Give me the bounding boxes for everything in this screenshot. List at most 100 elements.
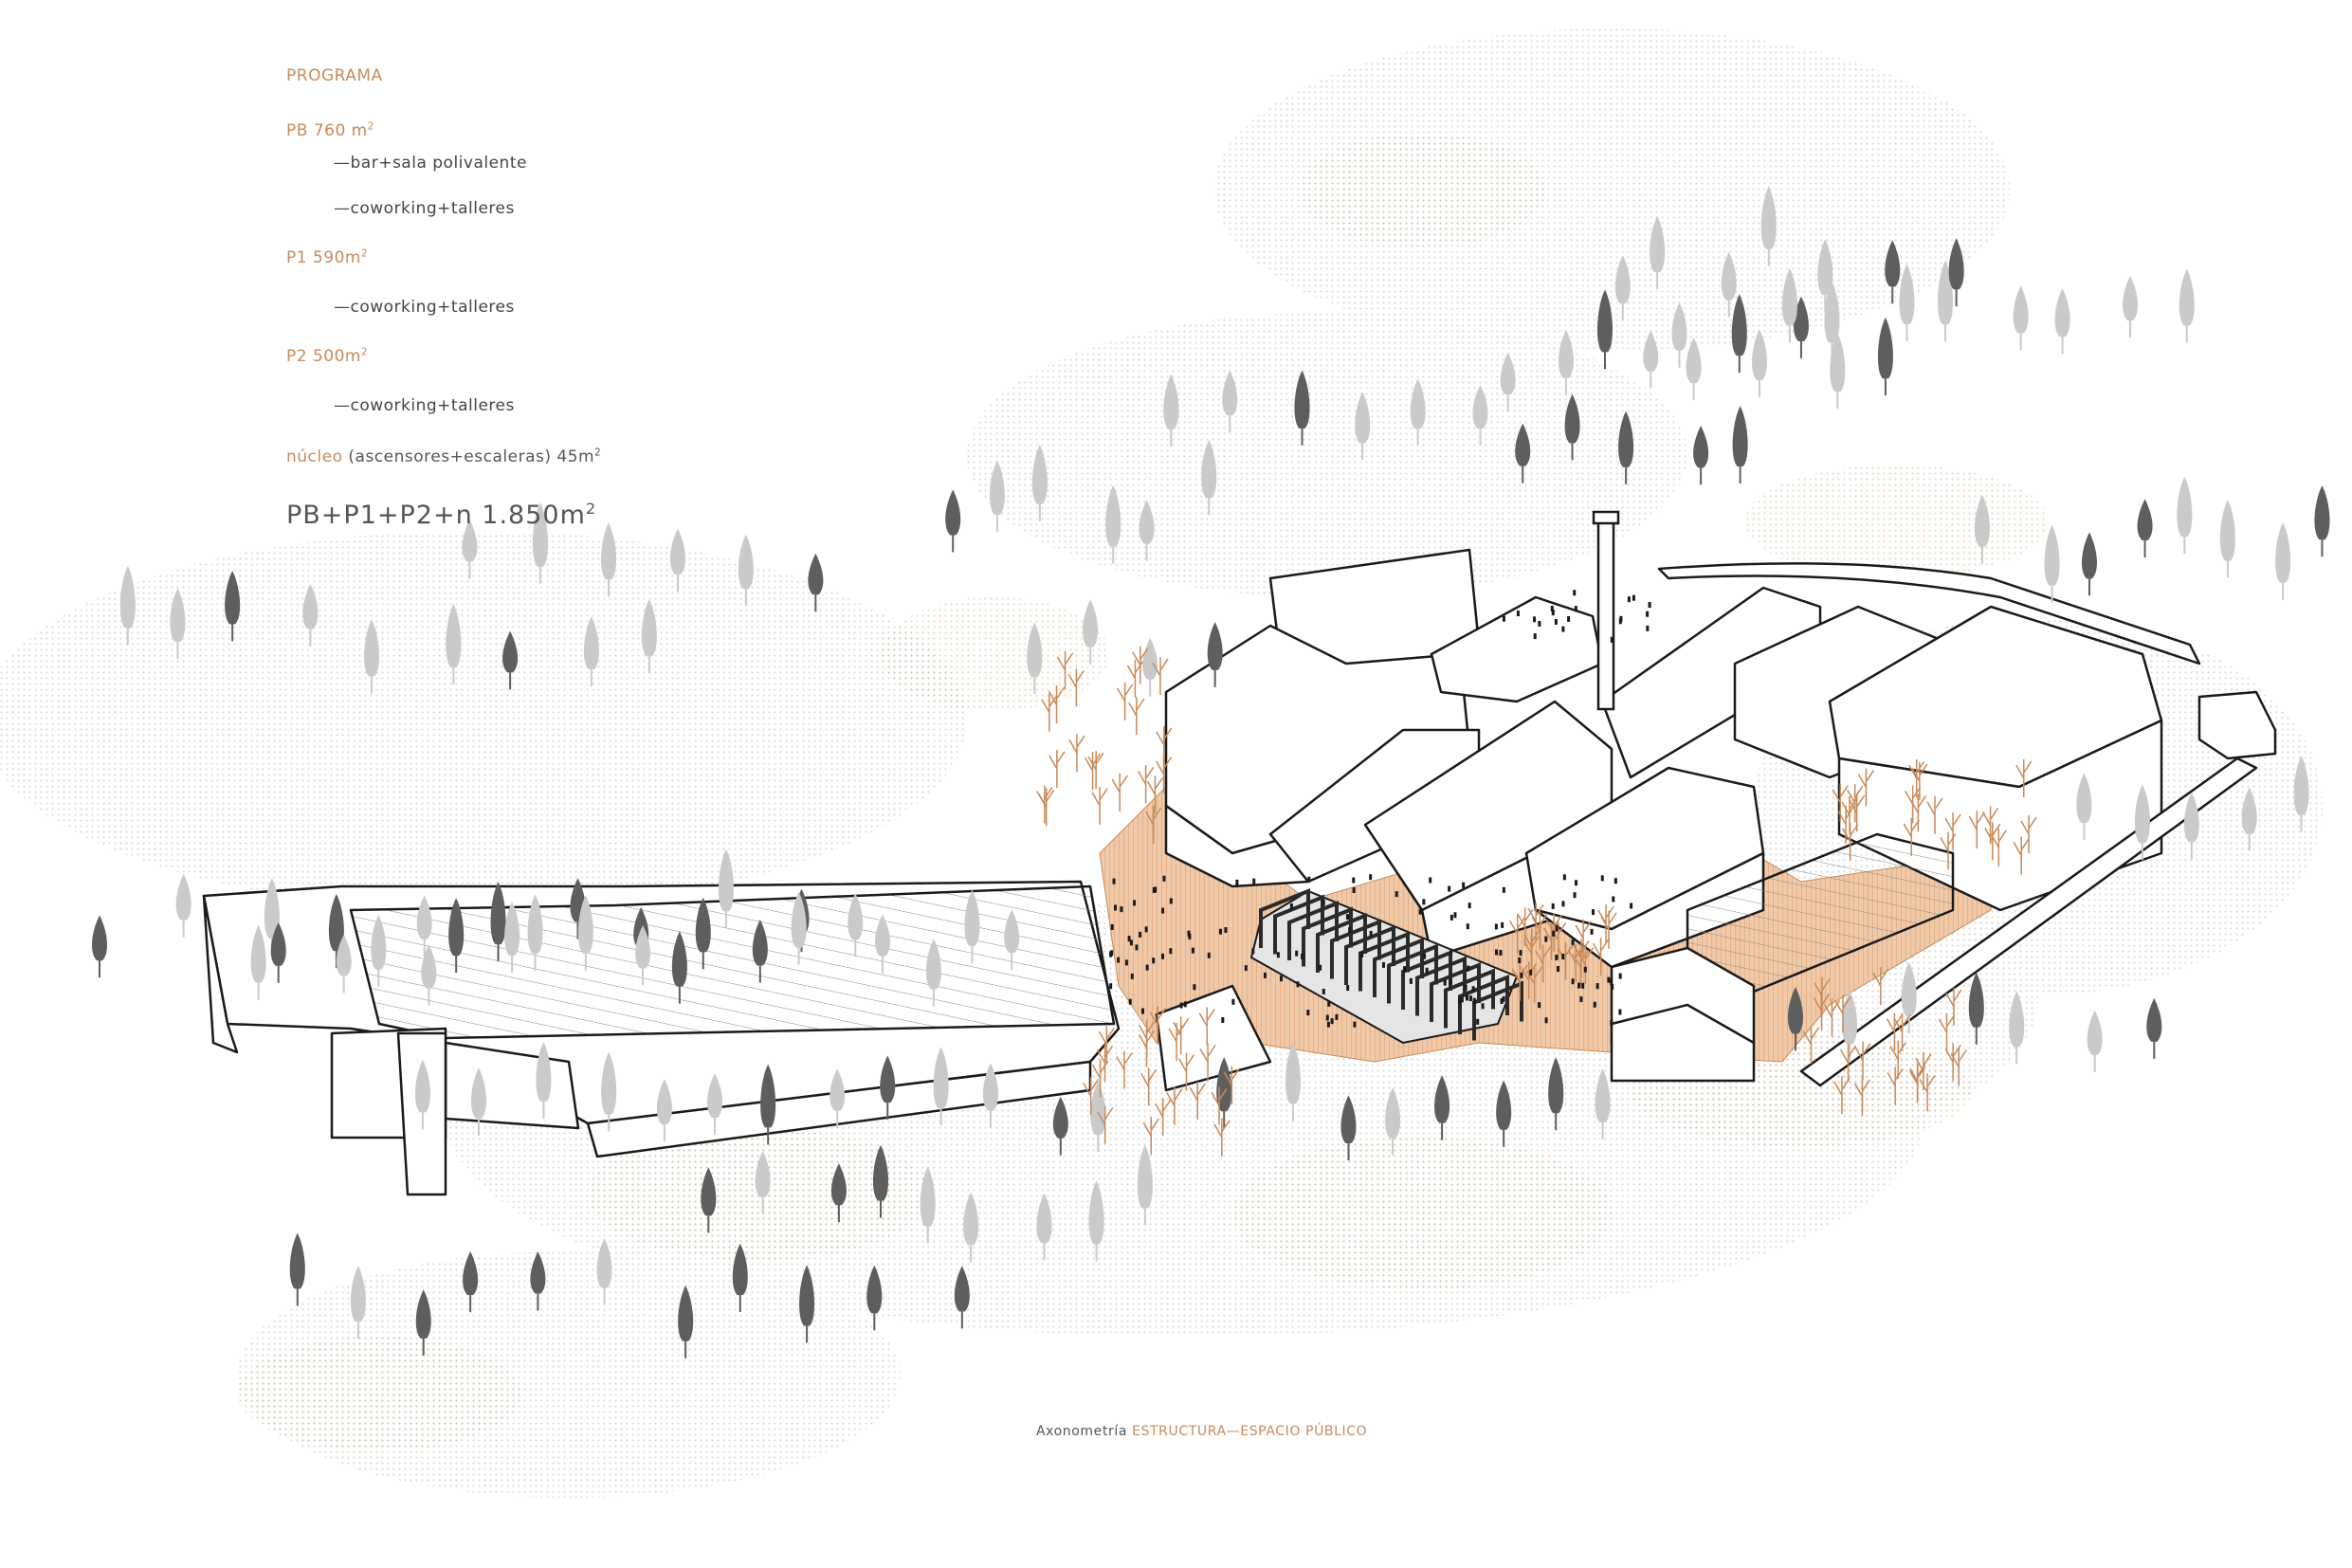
reed-icon xyxy=(1887,1067,1904,1105)
tree-icon xyxy=(799,1265,815,1343)
tree-icon xyxy=(1686,337,1702,401)
person-icon xyxy=(1144,926,1148,933)
reed-icon xyxy=(1938,1012,1956,1051)
person-icon xyxy=(1152,957,1156,964)
pavilion-rib xyxy=(1358,931,1410,992)
tree-icon xyxy=(656,1079,672,1142)
person-icon xyxy=(1301,953,1304,959)
person-icon xyxy=(1403,966,1407,973)
tree-icon xyxy=(866,1265,883,1331)
person-icon xyxy=(1443,979,1447,986)
tree-icon xyxy=(701,1167,717,1233)
reed-icon xyxy=(1083,1077,1100,1116)
person-icon xyxy=(1322,988,1325,994)
person-icon xyxy=(1502,886,1505,893)
person-icon xyxy=(1169,898,1173,904)
person-icon xyxy=(1449,978,1452,985)
tree-icon xyxy=(1036,1193,1052,1261)
tree-icon xyxy=(536,1042,552,1119)
tree-icon xyxy=(577,895,593,971)
person-icon xyxy=(1453,912,1457,919)
person-icon xyxy=(1135,944,1139,951)
tree-icon xyxy=(669,528,685,592)
tree-icon xyxy=(2241,787,2257,851)
person-icon xyxy=(1279,975,1283,982)
pavilion-rib xyxy=(1273,894,1324,955)
reed-icon xyxy=(1126,659,1144,698)
reed-icon xyxy=(2020,815,2037,854)
tree-icon xyxy=(1385,1087,1401,1156)
tree-icon xyxy=(527,894,543,971)
tree-icon xyxy=(1088,1180,1104,1262)
reed-icon xyxy=(1068,734,1085,773)
reed-icon xyxy=(1146,775,1164,814)
legend-p2-item: —coworking+talleres xyxy=(334,396,515,415)
reed-icon xyxy=(1087,751,1104,790)
reed-icon xyxy=(1813,992,1831,1030)
tree-icon xyxy=(1340,1095,1357,1161)
reed-icon xyxy=(1535,944,1552,983)
person-icon xyxy=(1502,615,1505,622)
tree-icon xyxy=(954,1266,970,1329)
person-icon xyxy=(1129,939,1133,946)
person-icon xyxy=(1449,914,1453,921)
tree-icon xyxy=(848,893,864,957)
people-layer xyxy=(1109,590,1651,1028)
person-icon xyxy=(1360,952,1364,958)
tree-icon xyxy=(1434,1075,1450,1140)
person-icon xyxy=(1610,1020,1614,1027)
person-icon xyxy=(1183,1001,1187,1008)
tree-icon xyxy=(1671,302,1687,368)
person-icon xyxy=(1472,997,1476,1004)
person-icon xyxy=(1369,930,1373,937)
person-icon xyxy=(1554,618,1558,625)
tree-icon xyxy=(1781,268,1797,343)
person-icon xyxy=(1124,959,1128,966)
reed-icon xyxy=(1592,938,1610,976)
person-icon xyxy=(1335,1013,1339,1020)
tree-icon xyxy=(1515,423,1531,483)
person-icon xyxy=(1593,1001,1596,1008)
person-icon xyxy=(1109,951,1113,957)
person-icon xyxy=(1516,611,1520,617)
reed-icon xyxy=(2015,759,2033,798)
reed-icon xyxy=(1854,1041,1871,1080)
person-icon xyxy=(1468,995,1472,1002)
reed-icon xyxy=(1940,831,1957,870)
reed-icon xyxy=(1525,964,1543,1003)
person-icon xyxy=(1648,602,1651,609)
person-icon xyxy=(1353,1021,1357,1028)
pavilion-rib xyxy=(1430,962,1481,1022)
person-icon xyxy=(1322,900,1325,906)
tree-icon xyxy=(1500,353,1516,412)
reed-icon xyxy=(1915,1052,1932,1091)
person-icon xyxy=(1544,936,1548,942)
reed-icon xyxy=(1889,1040,1906,1079)
person-icon xyxy=(1139,931,1142,938)
person-icon xyxy=(1296,981,1300,988)
legend-p2-label: P2 500m2 xyxy=(286,347,368,366)
person-icon xyxy=(1464,984,1468,991)
person-icon xyxy=(1263,972,1267,978)
tree-icon xyxy=(1031,445,1048,521)
person-icon xyxy=(1346,914,1350,921)
person-icon xyxy=(1561,626,1565,632)
person-icon xyxy=(1224,927,1228,934)
tree-icon xyxy=(2009,991,2025,1065)
tree-icon xyxy=(1732,406,1748,484)
person-icon xyxy=(1571,978,1575,985)
tree-icon xyxy=(1974,495,1990,564)
tree-icon xyxy=(2123,276,2139,338)
tree-icon xyxy=(463,1251,479,1313)
person-icon xyxy=(1646,611,1650,617)
person-icon xyxy=(1462,882,1466,888)
pavilion-rib xyxy=(1373,938,1424,997)
person-icon xyxy=(1551,610,1555,616)
pavilion-rib xyxy=(1287,901,1339,960)
person-icon xyxy=(1425,967,1429,974)
person-icon xyxy=(1128,998,1132,1005)
reed-icon xyxy=(1149,1006,1166,1045)
person-icon xyxy=(1583,966,1587,973)
person-icon xyxy=(1518,957,1522,963)
tree-icon xyxy=(808,553,824,612)
